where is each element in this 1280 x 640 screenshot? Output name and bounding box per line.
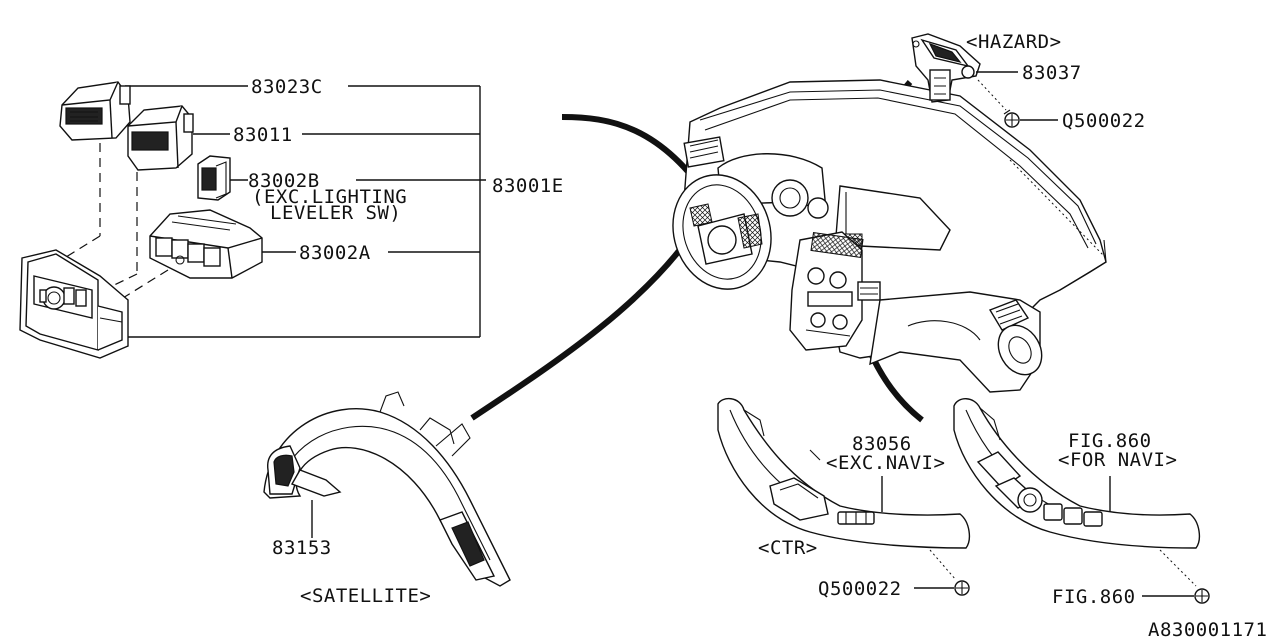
diagram-id: A830001171 bbox=[1148, 619, 1267, 640]
screw-fig860-bottom bbox=[1142, 588, 1210, 604]
switch-83011 bbox=[127, 105, 194, 171]
label-fig860-top: FIG.860 bbox=[1068, 430, 1152, 452]
satellite-cover-83153 bbox=[263, 391, 511, 587]
screw-q500022-bottom bbox=[914, 580, 970, 596]
dashboard-illustration bbox=[672, 79, 1107, 393]
switch-83002a bbox=[149, 209, 263, 279]
label-exc-navi: <EXC.NAVI> bbox=[826, 452, 945, 474]
leader-lines-left bbox=[57, 85, 486, 338]
label-83153: 83153 bbox=[272, 537, 332, 559]
label-83011: 83011 bbox=[233, 124, 293, 146]
switch-83002b bbox=[197, 155, 231, 201]
label-83002b-note-line2: LEVELER SW) bbox=[270, 202, 401, 224]
hazard-switch-83037 bbox=[911, 33, 1018, 111]
label-ctr: <CTR> bbox=[758, 537, 818, 559]
label-83002a: 83002A bbox=[299, 242, 371, 264]
navi-panel-fig860 bbox=[953, 398, 1201, 587]
label-fig860-bottom: FIG.860 bbox=[1052, 586, 1136, 608]
label-for-navi: <FOR NAVI> bbox=[1058, 449, 1177, 471]
label-satellite: <SATELLITE> bbox=[300, 585, 431, 607]
switch-83023c bbox=[59, 81, 131, 141]
label-83056: 83056 bbox=[852, 433, 912, 455]
screw-q500022-top bbox=[1003, 109, 1058, 128]
panel-housing bbox=[19, 249, 129, 359]
label-83002b-note-line1: (EXC.LIGHTING bbox=[252, 186, 407, 208]
ctr-panel-83056 bbox=[717, 397, 971, 581]
callout-labels: 83023C 83011 83002B (EXC.LIGHTING LEVELE… bbox=[233, 31, 1267, 640]
label-83037: 83037 bbox=[1022, 62, 1082, 84]
label-q500022-bottom: Q500022 bbox=[818, 578, 902, 600]
label-q500022-top: Q500022 bbox=[1062, 110, 1146, 132]
label-hazard: <HAZARD> bbox=[966, 31, 1062, 53]
label-83023c: 83023C bbox=[251, 76, 323, 98]
label-83002b: 83002B bbox=[248, 170, 320, 192]
label-83001e: 83001E bbox=[492, 175, 564, 197]
